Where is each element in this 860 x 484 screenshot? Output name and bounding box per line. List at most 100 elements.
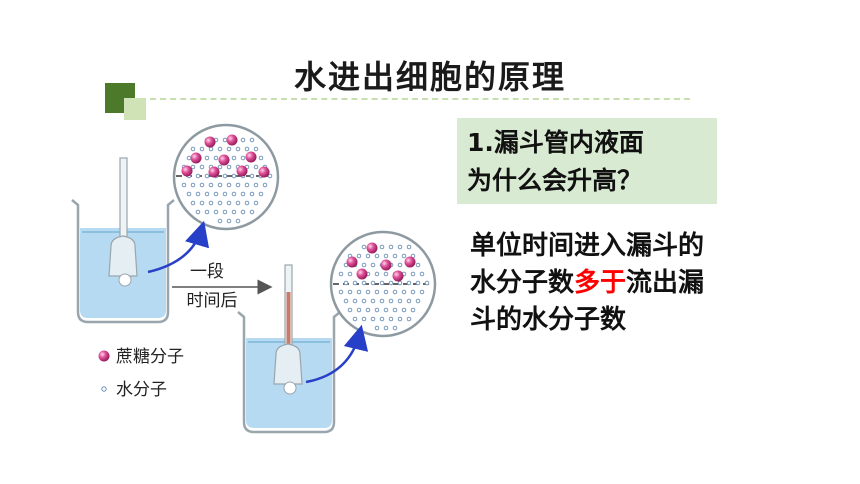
water-molecule — [240, 155, 246, 161]
page-title: 水进出细胞的原理 — [293, 58, 566, 96]
sucrose-molecule — [258, 166, 270, 178]
water-molecule — [374, 325, 380, 331]
water-molecule — [370, 280, 376, 286]
water-molecule — [338, 271, 344, 277]
water-molecule — [199, 200, 205, 206]
water-molecule — [361, 316, 367, 322]
water-molecule — [370, 298, 376, 304]
water-molecule — [208, 182, 214, 188]
funnel-body-initial — [108, 235, 138, 277]
water-molecule — [181, 182, 187, 188]
water-molecule — [419, 289, 425, 295]
sucrose-molecule — [404, 256, 416, 268]
water-molecule — [190, 146, 196, 152]
water-molecule — [401, 253, 407, 259]
water-molecule — [253, 146, 259, 152]
water-molecule — [222, 137, 228, 143]
water-molecule — [204, 155, 210, 161]
water-molecule — [253, 164, 259, 170]
zoom-arrow-initial — [147, 220, 210, 274]
water-molecule — [204, 209, 210, 215]
water-molecule — [204, 191, 210, 197]
sucrose-molecule — [245, 151, 257, 163]
water-molecule — [383, 307, 389, 313]
water-molecule — [406, 244, 412, 250]
water-molecule — [397, 244, 403, 250]
water-molecule — [347, 289, 353, 295]
water-molecule — [186, 155, 192, 161]
water-molecule — [356, 289, 362, 295]
water-molecule — [190, 182, 196, 188]
water-molecule — [231, 155, 237, 161]
sucrose-molecule — [366, 242, 378, 254]
water-molecule — [231, 173, 237, 179]
water-molecule — [347, 271, 353, 277]
water-molecule — [244, 200, 250, 206]
water-molecule — [370, 316, 376, 322]
question-box: 1.漏斗管内液面 为什么会升高？ — [457, 118, 717, 204]
water-molecule — [379, 244, 385, 250]
water-molecule — [374, 289, 380, 295]
water-molecule — [410, 271, 416, 277]
time-label-line1: 一段 — [190, 262, 224, 282]
water-molecule — [365, 289, 371, 295]
water-molecule — [388, 298, 394, 304]
water-molecule — [253, 182, 259, 188]
water-molecule — [235, 200, 241, 206]
water-molecule — [226, 146, 232, 152]
water-molecule — [397, 298, 403, 304]
water-molecule — [249, 191, 255, 197]
water-molecule — [244, 182, 250, 188]
water-molecule — [392, 289, 398, 295]
answer-highlight: 多于 — [574, 268, 627, 298]
water-molecule — [235, 218, 241, 224]
water-molecule — [370, 262, 376, 268]
water-molecule — [343, 298, 349, 304]
water-molecule — [204, 173, 210, 179]
water-molecule — [258, 191, 264, 197]
water-molecule — [361, 244, 367, 250]
question-line2: 为什么会升高？ — [467, 166, 643, 195]
answer-part1: 单位时间进入漏斗的水分子数 — [470, 231, 705, 298]
water-molecule — [338, 289, 344, 295]
water-molecule — [406, 280, 412, 286]
water-molecule — [222, 191, 228, 197]
legend: 蔗糖分子 水分子 — [98, 347, 184, 400]
water-molecule — [361, 262, 367, 268]
water-molecule — [415, 298, 421, 304]
water-molecule — [352, 298, 358, 304]
beaker-later — [237, 264, 341, 434]
water-molecule — [424, 280, 430, 286]
water-molecule — [406, 316, 412, 322]
sucrose-molecule — [236, 165, 248, 177]
water-molecule — [365, 253, 371, 259]
water-molecule — [190, 200, 196, 206]
title-divider — [150, 98, 690, 100]
sucrose-molecules-later — [346, 242, 416, 282]
water-molecule — [379, 316, 385, 322]
water-molecule — [208, 200, 214, 206]
water-molecule — [406, 298, 412, 304]
water-molecule — [235, 146, 241, 152]
water-molecule — [383, 271, 389, 277]
sucrose-molecule — [380, 259, 392, 271]
water-molecule — [379, 298, 385, 304]
water-molecule — [415, 280, 421, 286]
water-molecule — [397, 262, 403, 268]
water-molecule — [397, 280, 403, 286]
water-molecule — [249, 209, 255, 215]
zoom-arrow-later — [305, 324, 369, 384]
water-molecule — [240, 191, 246, 197]
funnel-tube-initial — [119, 157, 128, 247]
water-molecule — [383, 253, 389, 259]
water-molecule — [231, 191, 237, 197]
water-molecule — [217, 164, 223, 170]
water-molecule — [226, 200, 232, 206]
title-decoration-light-square — [124, 98, 146, 120]
water-molecule — [217, 146, 223, 152]
water-molecule — [374, 307, 380, 313]
water-molecule — [388, 316, 394, 322]
water-molecule — [240, 137, 246, 143]
